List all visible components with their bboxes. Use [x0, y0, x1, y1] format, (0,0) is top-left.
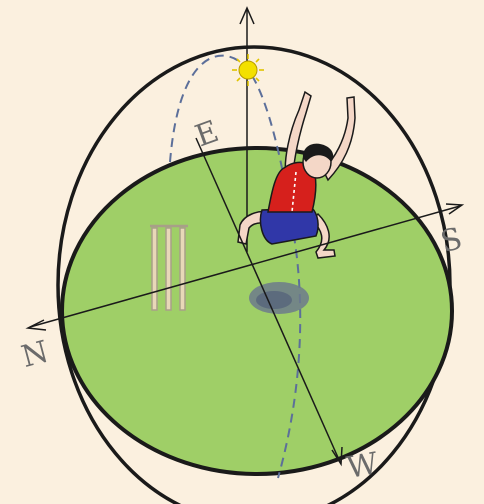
label-west: W: [344, 446, 381, 486]
cricket-stumps: [150, 226, 188, 310]
shadow-blob-inner: [256, 291, 292, 309]
ground-field: [62, 148, 452, 474]
label-north: N: [18, 334, 52, 375]
